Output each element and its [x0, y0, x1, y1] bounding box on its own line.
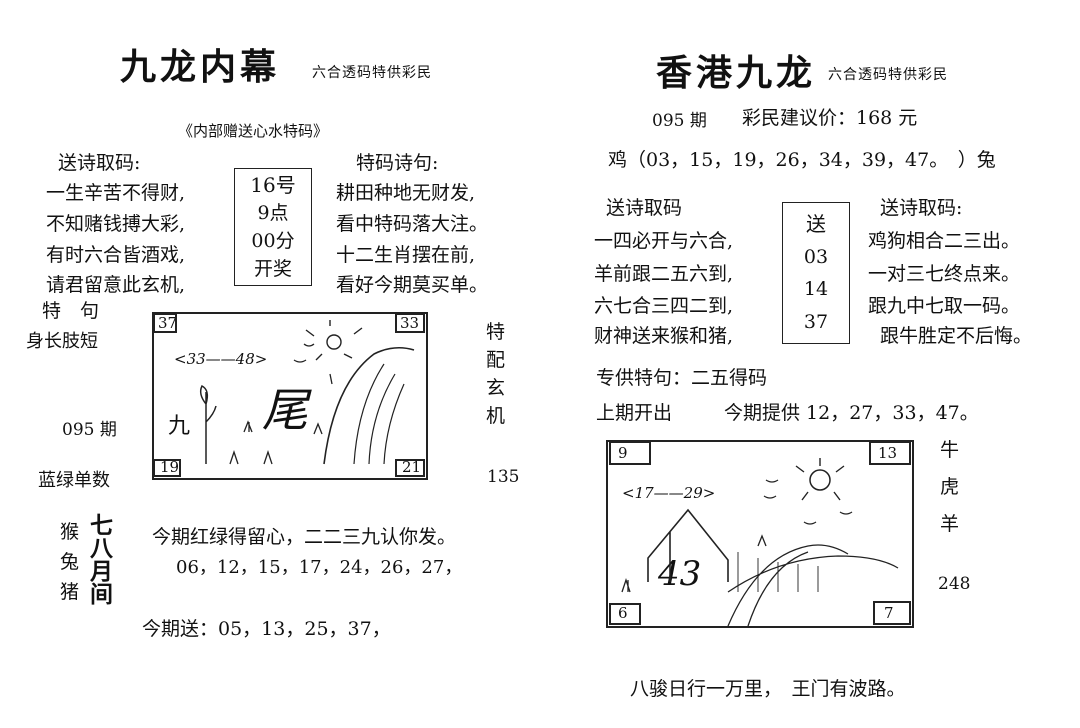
right-last-label: 上期开出 [596, 402, 673, 424]
right-side-num: 248 [938, 574, 971, 594]
left-send-line: 今期送：05，13，25，37， [142, 618, 391, 640]
month-char: 七 [90, 512, 113, 539]
left-poem-right-line: 看中特码落大注。 [336, 213, 489, 235]
left-pic-drawing [153, 313, 425, 477]
left-lanlv: 蓝绿单数 [38, 470, 110, 491]
draw-minute: 00分 [251, 229, 295, 252]
month-char: 月 [90, 558, 113, 585]
left-poem-left-line: 不知赌钱搏大彩, [46, 213, 186, 235]
right-poem-right-heading: 送诗取码: [880, 197, 963, 219]
right-pic-bl: 6 [618, 604, 628, 622]
send-num: 03 [803, 245, 829, 268]
month-char: 间 [90, 581, 113, 608]
right-poem-left-line: 六七合三四二到, [594, 295, 734, 317]
right-poem-left-heading: 送诗取码 [606, 197, 683, 219]
left-pic-tr: 33 [400, 314, 420, 332]
right-send-box: 送 03 14 37 [782, 202, 850, 344]
right-poem-left-line: 一四必开与六合, [594, 230, 734, 252]
left-poem-right-line: 十二生肖摆在前, [336, 244, 476, 266]
left-pic-tl: 37 [158, 314, 178, 332]
right-pic-tl: 9 [618, 444, 628, 462]
right-poem-left-line: 羊前跟二五六到, [594, 263, 734, 285]
right-poem-right-line: 鸡狗相合二三出。 [868, 230, 1021, 252]
right-title: 香港九龙 [656, 52, 817, 94]
left-issue: 095 期 [62, 420, 117, 440]
right-picture-box: 9 13 6 7 <17——29> 43 [606, 440, 914, 628]
left-subtitle: 六合透码特供彩民 [312, 65, 432, 81]
left-poem-right-line: 耕田种地无财发, [336, 182, 476, 204]
send-num: 14 [803, 278, 829, 301]
right-issue: 095 期 [652, 111, 707, 131]
left-draw-time-box: 16号 9点 00分 开奖 [234, 168, 312, 286]
left-months: 七 八 月 间 [90, 514, 113, 606]
left-poem-right-heading: 特码诗句: [356, 152, 439, 174]
right-poem-right-line: 跟九中七取一码。 [868, 295, 1021, 317]
animal-pig: 猪 [60, 580, 80, 603]
right-subtitle: 六合透码特供彩民 [828, 67, 948, 83]
left-animals: 猴 兔 猪 [60, 522, 79, 603]
right-pic-tr: 13 [878, 444, 898, 462]
left-red-green-line: 今期红绿得留心，二二三九认你发。 [152, 526, 457, 548]
side-char: 牛 [940, 439, 960, 461]
left-poem-left-line: 请君留意此玄机, [46, 274, 186, 296]
side-char: 特 [486, 321, 506, 343]
right-rooster-line: 鸡（03，15，19，26，34，39，47。 ）兔 [608, 149, 996, 171]
right-price: 彩民建议价：168 元 [742, 107, 918, 129]
left-pic-scribble: <33——48> [174, 350, 268, 368]
left-poem-right-line: 看好今期莫买单。 [336, 274, 489, 296]
right-pic-scribble: <17——29> [622, 484, 716, 502]
left-poem-left-heading: 送诗取码: [58, 152, 141, 174]
left-shen-chang: 身长肢短 [26, 331, 98, 352]
animal-rabbit: 兔 [60, 550, 80, 573]
right-pic-drawing [609, 441, 911, 627]
left-picture-box: 37 33 19 21 <33——48> 九 尾 [152, 312, 428, 480]
right-side-chars: 牛 虎 羊 [940, 440, 959, 535]
right-this-period: 今期提供 12，27，33，47。 [724, 402, 979, 424]
right-poem-right-line: 一对三七终点来。 [868, 263, 1021, 285]
right-pic-br: 7 [884, 604, 894, 622]
animal-monkey: 猴 [60, 521, 80, 543]
right-poem-left-line: 财神送来猴和猪, [594, 325, 734, 347]
send-label: 送 [806, 211, 826, 236]
month-char: 八 [90, 535, 113, 562]
right-footer: 八骏日行一万里， 王门有波路。 [630, 678, 906, 700]
left-side-num: 135 [487, 467, 520, 487]
side-char: 虎 [940, 475, 960, 498]
side-char: 配 [486, 348, 506, 371]
send-num: 37 [803, 311, 829, 334]
right-poem-right-line: 跟牛胜定不后悔。 [880, 325, 1033, 347]
left-side-chars: 特 配 玄 机 [486, 322, 505, 427]
left-pic-bl: 19 [160, 458, 180, 476]
draw-label: 开奖 [253, 257, 292, 280]
left-pic-char-big: 尾 [262, 383, 308, 437]
left-poem-left-line: 有时六合皆酒戏, [46, 244, 186, 266]
left-poem-left-line: 一生辛苦不得财, [46, 182, 186, 204]
draw-hour: 9点 [257, 202, 289, 225]
left-pic-br: 21 [402, 458, 422, 476]
left-pic-char-jiu: 九 [168, 414, 191, 439]
left-title: 九龙内幕 [120, 46, 281, 88]
side-char: 玄 [486, 376, 506, 399]
side-char: 羊 [940, 512, 960, 535]
draw-day: 16号 [250, 173, 296, 198]
left-te-ju: 特 句 [42, 300, 100, 322]
right-special-line: 专供特句：二五得码 [596, 367, 768, 389]
right-pic-big: 43 [658, 554, 702, 594]
left-numbers-line: 06，12，15，17，24，26，27， [176, 557, 463, 578]
left-gift-line: 《内部赠送心水特码》 [178, 122, 329, 140]
side-char: 机 [486, 404, 506, 427]
